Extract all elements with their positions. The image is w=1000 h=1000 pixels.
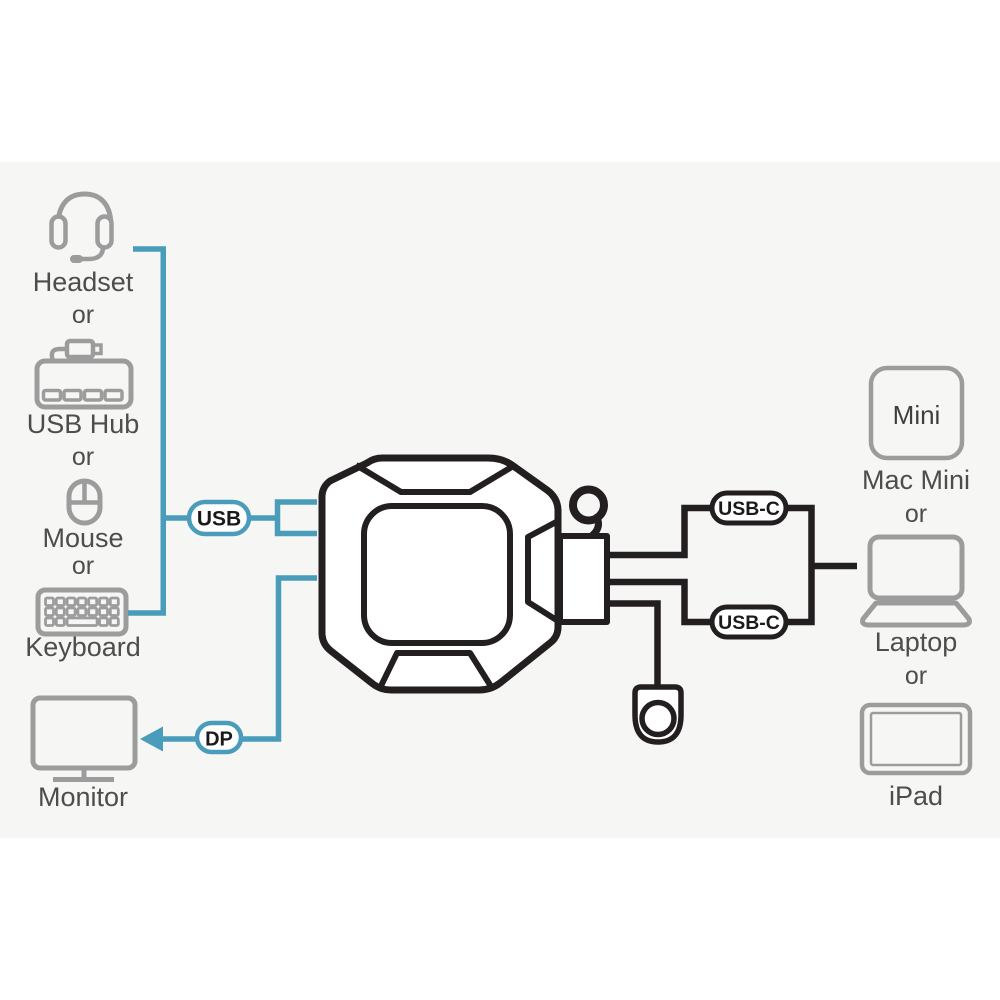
monitor-label: Monitor <box>38 782 128 812</box>
usbc-badge-top: USB-C <box>709 490 789 526</box>
usbc-badge-bottom: USB-C <box>709 604 789 640</box>
device-connector-block <box>557 533 610 625</box>
kvm-switch-device <box>318 454 610 694</box>
ipad-label: iPad <box>889 781 943 811</box>
separator-or: or <box>72 443 94 471</box>
separator-or: or <box>905 500 927 528</box>
separator-or: or <box>72 552 94 580</box>
mouse-icon <box>66 478 103 526</box>
headset-label: Headset <box>33 267 134 297</box>
headset-icon <box>49 191 114 263</box>
usb-badge: USB <box>186 499 252 537</box>
separator-or: or <box>72 301 94 329</box>
monitor-icon <box>30 695 138 782</box>
mac-mini-icon: Mini <box>868 365 965 461</box>
keyboard-icon <box>35 587 129 637</box>
keyboard-label: Keyboard <box>25 632 141 662</box>
usb-badge-text: USB <box>197 508 241 531</box>
laptop-label: Laptop <box>875 627 958 657</box>
usbc-connection-lines <box>607 504 857 687</box>
mouse-label: Mouse <box>42 523 123 553</box>
dp-badge-text: DP <box>205 729 233 751</box>
usb-hub-icon <box>34 338 134 410</box>
mac-mini-label: Mac Mini <box>862 465 970 495</box>
dp-arrowhead <box>140 726 163 752</box>
mac-mini-icon-text: Mini <box>893 400 941 430</box>
dp-badge: DP <box>194 720 244 755</box>
usbc-badge-bottom-text: USB-C <box>718 612 780 634</box>
usb-hub-label: USB Hub <box>27 409 140 439</box>
usbc-badge-top-text: USB-C <box>718 498 780 520</box>
ipad-icon <box>859 702 973 776</box>
dp-connection-lines <box>140 575 317 752</box>
remote-switch-button <box>632 684 684 745</box>
separator-or: or <box>905 662 927 690</box>
laptop-icon <box>860 534 972 628</box>
usb-connection-lines <box>128 246 317 616</box>
